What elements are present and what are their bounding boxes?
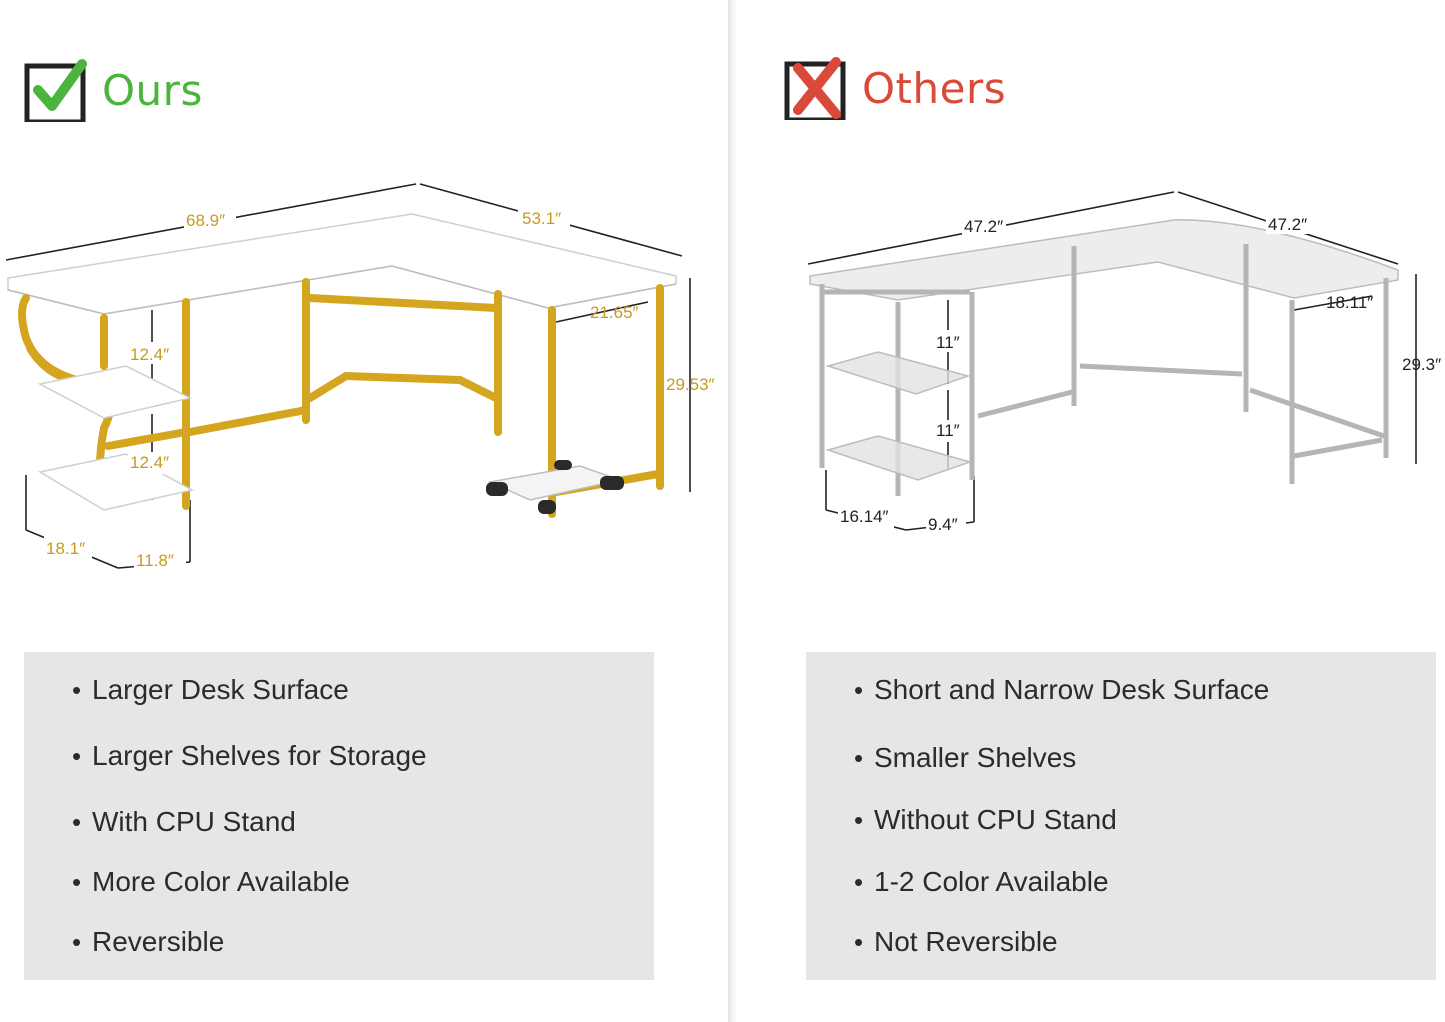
list-item: •More Color Available xyxy=(72,866,350,897)
check-icon xyxy=(24,59,87,122)
ours-feature-list: •Larger Desk Surface •Larger Shelves for… xyxy=(24,652,654,980)
upper-shelf xyxy=(37,365,193,419)
list-item: •Larger Shelves for Storage xyxy=(72,740,427,771)
others-shelf-depth-label: 9.4″ xyxy=(928,515,958,534)
ours-height-label: 29.53″ xyxy=(666,375,715,394)
list-item: •Without CPU Stand xyxy=(854,804,1117,835)
ours-desk-illustration: 68.9″ 53.1″ 21.65″ 29.53″ 12.4″ 12.4″ 18… xyxy=(5,183,715,572)
list-item: •Smaller Shelves xyxy=(854,742,1077,773)
ours-panel: Ours xyxy=(5,58,715,980)
ours-depth-label: 21.65″ xyxy=(590,303,639,322)
others-shelf-gap-lower-label: 11″ xyxy=(936,421,960,440)
lower-shelf xyxy=(825,435,973,481)
others-side-length-label: 47.2″ xyxy=(1268,215,1307,234)
others-top-length-label: 47.2″ xyxy=(964,217,1003,236)
others-depth-label: 18.11″ xyxy=(1326,293,1373,312)
upper-shelf xyxy=(825,351,971,395)
list-item: •Short and Narrow Desk Surface xyxy=(854,674,1270,705)
desk-top xyxy=(809,219,1399,301)
lower-shelf xyxy=(37,453,195,511)
ours-shelf-gap-upper-label: 12.4″ xyxy=(130,345,169,364)
list-item: •Not Reversible xyxy=(854,926,1058,957)
others-shelf-length-label: 16.14″ xyxy=(840,507,889,526)
others-shelf-gap-upper-label: 11″ xyxy=(936,333,960,352)
ours-shelf-depth-label: 11.8″ xyxy=(136,551,174,570)
ours-title: Ours xyxy=(102,65,203,115)
ours-side-length-label: 53.1″ xyxy=(522,209,561,228)
depth-dim-line xyxy=(1293,295,1373,311)
ours-shelf-gap-lower-label: 12.4″ xyxy=(130,453,169,472)
others-feature-list: •Short and Narrow Desk Surface •Smaller … xyxy=(806,652,1436,980)
list-item: •Reversible xyxy=(72,926,225,957)
cross-icon xyxy=(784,57,846,120)
ours-top-length-label: 68.9″ xyxy=(186,211,225,230)
others-heading: Others xyxy=(784,56,1006,120)
list-item: •With CPU Stand xyxy=(72,806,296,837)
list-item: •Larger Desk Surface xyxy=(72,674,349,705)
panel-divider xyxy=(728,0,738,1022)
cpu-stand xyxy=(486,460,624,514)
depth-dim-line xyxy=(555,301,649,323)
others-title: Others xyxy=(862,63,1007,113)
others-height-label: 29.3″ xyxy=(1402,355,1441,374)
ours-shelf-length-label: 18.1″ xyxy=(46,539,85,558)
others-desk-illustration: 47.2″ 47.2″ 18.11″ 29.3″ 11″ 11″ 16.14″ … xyxy=(807,191,1441,536)
others-panel: Others xyxy=(738,0,1445,1022)
ours-heading: Ours xyxy=(24,58,203,122)
list-item: •1-2 Color Available xyxy=(854,866,1109,897)
